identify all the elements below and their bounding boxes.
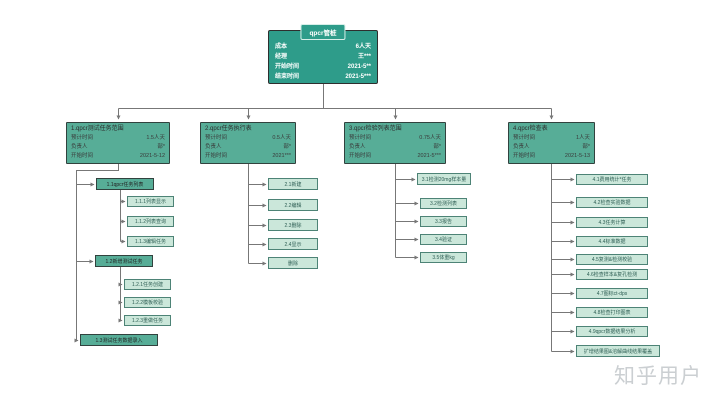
branch-title: 3.qpcr检验列表范围 (349, 126, 402, 132)
node-4-2[interactable]: 4.2检查实验数据 (576, 197, 648, 208)
info-row: 预计时间 0.5人天 (201, 134, 295, 143)
node-4-5[interactable]: 4.5复测&检测校验 (576, 254, 648, 265)
branch-1-header[interactable]: 1.qpcr测试任务范围 预计时间 1.5人天 负责人 部* 开始时间 2021… (66, 122, 170, 164)
node-2-3[interactable]: 2.3删除 (268, 219, 318, 231)
node-4-8[interactable]: 4.8检查打印图表 (576, 307, 648, 318)
node-1-2-3[interactable]: 1.2.3重做任务 (124, 315, 171, 326)
row-label: 开始时间 (349, 153, 372, 159)
info-row: 负责人 部* (201, 143, 295, 152)
branch-4-header[interactable]: 4.qpcr检查表 预计时间 1人天 负责人 部* 开始时间 2021-5-13 (508, 122, 595, 164)
row-label: 预计时间 (205, 135, 228, 141)
row-value: 2021-5-13 (564, 153, 590, 159)
branch-title: 2.qpcr任务执行表 (205, 126, 252, 132)
root-row-end: 结束时间 2021-5*** (269, 72, 377, 82)
row-label: 负责人 (205, 144, 222, 150)
node-1-1-1[interactable]: 1.1.1列表显示 (127, 196, 174, 207)
row-label: 负责人 (349, 144, 366, 150)
info-row: 负责人 部* (345, 143, 445, 152)
row-label: 经理 (275, 54, 288, 60)
node-1-1-2[interactable]: 1.1.2列表查询 (127, 216, 174, 227)
info-row: 预计时间 1人天 (509, 134, 594, 143)
info-row: 开始时间 2021*** (201, 152, 295, 161)
node-1-1[interactable]: 1.1qpcr任务列表 (96, 178, 154, 190)
node-4-4[interactable]: 4.4标准数据 (576, 236, 648, 247)
node-4-3[interactable]: 4.3任务计算 (576, 217, 648, 228)
row-label: 成本 (275, 44, 288, 50)
node-3-4[interactable]: 3.4验证 (420, 234, 467, 245)
root-title: qpcr管桩 (309, 30, 337, 37)
root-row-start: 开始时间 2021-5** (269, 62, 377, 72)
row-value: 部* (433, 144, 441, 150)
row-label: 开始时间 (205, 153, 228, 159)
row-value: 2021-5-12 (139, 153, 165, 159)
row-value: 2021-5** (347, 64, 371, 70)
row-value: 0.5人天 (272, 135, 291, 141)
node-1-1-3[interactable]: 1.1.3编辑任务 (127, 236, 174, 247)
root-node[interactable]: qpcr管桩 成本 6人天 经理 王*** 开始时间 2021-5** 结束时间… (268, 24, 378, 84)
row-label: 开始时间 (513, 153, 536, 159)
node-2-2[interactable]: 2.2编辑 (268, 199, 318, 211)
row-value: 部* (283, 144, 291, 150)
branch-title: 1.qpcr测试任务范围 (71, 126, 124, 132)
branch-2-header[interactable]: 2.qpcr任务执行表 预计时间 0.5人天 负责人 部* 开始时间 2021*… (200, 122, 296, 164)
node-1-2[interactable]: 1.2新增测试任务 (95, 255, 153, 267)
node-1-3[interactable]: 1.3测试任务数据录入 (80, 334, 158, 346)
row-value: 部* (157, 144, 165, 150)
row-label: 预计时间 (513, 135, 536, 141)
row-label: 结束时间 (275, 74, 300, 80)
branch-3-header[interactable]: 3.qpcr检验列表范围 预计时间 0.75人天 负责人 部* 开始时间 202… (344, 122, 446, 164)
node-3-1[interactable]: 3.1检测20mg样本量 (417, 173, 471, 185)
node-4-7[interactable]: 4.7图标ct-dps (576, 288, 648, 299)
row-value: 6人天 (355, 44, 371, 50)
node-2-5[interactable]: 删除 (268, 257, 318, 269)
row-label: 开始时间 (275, 64, 300, 70)
root-row-cost: 成本 6人天 (269, 42, 377, 52)
row-value: 部* (582, 144, 590, 150)
row-label: 开始时间 (71, 153, 94, 159)
node-2-1[interactable]: 2.1新建 (268, 178, 318, 190)
info-row: 预计时间 1.5人天 (67, 134, 169, 143)
row-value: 2021-5*** (417, 153, 441, 159)
watermark: 知乎用户 (614, 365, 702, 388)
node-3-3[interactable]: 3.3报告 (420, 216, 467, 227)
node-4-9[interactable]: 4.9qpcr数据结果分析 (576, 326, 648, 337)
node-3-2[interactable]: 3.2检测列表 (420, 198, 467, 209)
node-1-2-2[interactable]: 1.2.2模板校验 (124, 297, 171, 308)
info-row: 开始时间 2021-5*** (345, 152, 445, 161)
row-label: 预计时间 (349, 135, 372, 141)
info-row: 开始时间 2021-5-12 (67, 152, 169, 161)
row-value: 王*** (357, 54, 371, 60)
node-3-5[interactable]: 3.5体重kg (420, 252, 467, 263)
root-row-manager: 经理 王*** (269, 52, 377, 62)
row-label: 预计时间 (71, 135, 94, 141)
info-row: 负责人 部* (67, 143, 169, 152)
row-value: 0.75人天 (419, 135, 441, 141)
node-4-1[interactable]: 4.1费用统计*任务 (576, 174, 648, 185)
info-row: 预计时间 0.75人天 (345, 134, 445, 143)
node-4-10[interactable]: 扩增结果图&溶解曲线结果覆盖 (576, 345, 660, 357)
row-value: 2021*** (272, 153, 291, 159)
row-label: 负责人 (71, 144, 88, 150)
row-value: 1人天 (575, 135, 590, 141)
row-label: 负责人 (513, 144, 530, 150)
node-2-4[interactable]: 2.4显示 (268, 238, 318, 250)
row-value: 1.5人天 (146, 135, 165, 141)
info-row: 负责人 部* (509, 143, 594, 152)
branch-title: 4.qpcr检查表 (513, 126, 548, 132)
node-1-2-1[interactable]: 1.2.1任务创建 (124, 279, 171, 290)
node-4-6[interactable]: 4.6检查样本&复孔检测 (576, 269, 648, 280)
root-title-tab[interactable]: qpcr管桩 (300, 24, 346, 40)
info-row: 开始时间 2021-5-13 (509, 152, 594, 161)
row-value: 2021-5*** (345, 74, 371, 80)
